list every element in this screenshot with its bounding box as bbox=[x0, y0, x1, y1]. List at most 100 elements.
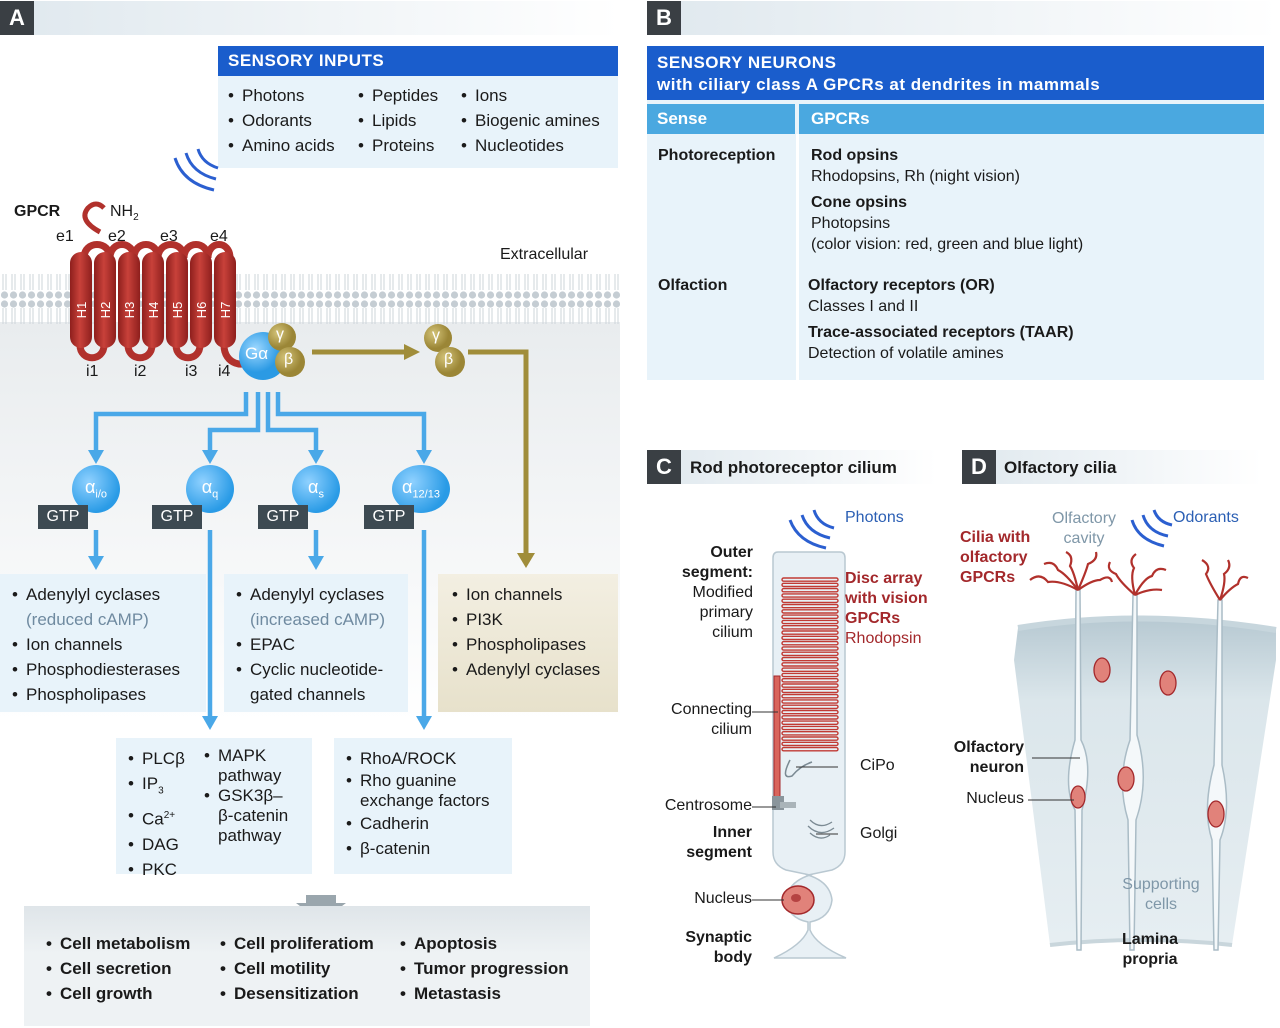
synaptic-body-label: Synaptic body bbox=[685, 929, 752, 966]
list-item: Metastasis bbox=[398, 981, 569, 1006]
list-item: Photons bbox=[226, 83, 335, 108]
disc bbox=[781, 688, 839, 694]
list-item: Apoptosis bbox=[398, 931, 569, 956]
list-item: Cell metabolism bbox=[44, 931, 190, 956]
olfactory-cilia-icon bbox=[1029, 551, 1249, 601]
olfactory-cavity-label: Olfactory cavity bbox=[1052, 510, 1117, 547]
list-item: GSK3β– bbox=[202, 786, 288, 806]
disc bbox=[781, 725, 839, 731]
list-item: RhoA/ROCK bbox=[344, 746, 512, 771]
list-item: Phospholipases bbox=[450, 632, 618, 657]
olive-arrowhead bbox=[517, 553, 535, 568]
list-item: EPAC bbox=[234, 632, 408, 657]
supporting-cells-label: Supporting cells bbox=[1122, 876, 1200, 913]
panel-c-title: Rod photoreceptor cilium bbox=[690, 458, 897, 477]
sensory-neurons-box bbox=[647, 46, 1264, 380]
loop-i2: i2 bbox=[134, 363, 147, 380]
helix-label: H6 bbox=[194, 302, 209, 319]
list-item: Lipids bbox=[356, 108, 438, 133]
list-item: Ions bbox=[459, 83, 600, 108]
free-beta-subunit bbox=[435, 347, 465, 377]
disc bbox=[781, 662, 839, 667]
list-item: Cell proliferatiom bbox=[218, 931, 374, 956]
loop-e1: e1 bbox=[56, 228, 74, 245]
extracellular-label: Extracellular bbox=[500, 246, 589, 263]
beta-gamma-arrows bbox=[312, 349, 529, 556]
beta-gamma-effectors-box: Ion channels PI3K Phospholipases Adenyly… bbox=[438, 574, 618, 712]
list-item: Tumor progression bbox=[398, 956, 569, 981]
disc bbox=[781, 667, 839, 673]
gpcr-name: Cone opsins bbox=[811, 194, 908, 211]
list-item-note: (increased cAMP) bbox=[250, 610, 386, 629]
gtp-badge: GTP bbox=[152, 505, 202, 529]
outcomes-col3: Apoptosis Tumor progression Metastasis bbox=[398, 931, 569, 1006]
list-item: Adenylyl cyclases bbox=[10, 582, 206, 607]
list-item: PI3K bbox=[450, 607, 618, 632]
list-item: Cell growth bbox=[44, 981, 190, 1006]
disc-array-label: Disc array with vision GPCRs Rhodopsin bbox=[845, 570, 928, 647]
list-item-note: (reduced cAMP) bbox=[26, 610, 149, 629]
disc bbox=[781, 683, 839, 688]
connecting-cilium-label: Connecting cilium bbox=[671, 701, 752, 738]
list-item: Adenylyl cyclases bbox=[234, 582, 408, 607]
olfactory-neuron-label: Olfactory neuron bbox=[953, 739, 1024, 776]
free-gamma-subunit bbox=[424, 324, 452, 352]
golgi-label: Golgi bbox=[860, 825, 898, 842]
disc bbox=[781, 730, 839, 736]
nh2-label: NH2 bbox=[110, 203, 139, 224]
list-item: Cell secretion bbox=[44, 956, 190, 981]
nucleus-icon bbox=[1070, 657, 1225, 828]
disc bbox=[781, 736, 839, 741]
olfactory-epithelium-diagram bbox=[1014, 509, 1277, 951]
helix-label: H1 bbox=[74, 302, 89, 319]
disc bbox=[781, 656, 839, 662]
list-item: Adenylyl cyclases bbox=[450, 657, 618, 682]
sensory-inputs-title: SENSORY INPUTS bbox=[218, 46, 618, 76]
helix-label: H4 bbox=[146, 302, 161, 319]
centrosome-label: Centrosome bbox=[664, 797, 752, 814]
disc bbox=[781, 677, 839, 683]
alpha-io-effectors-box: Adenylyl cyclases (reduced cAMP) Ion cha… bbox=[0, 574, 206, 712]
list-item: Phospholipases bbox=[10, 682, 206, 707]
disc bbox=[781, 635, 839, 641]
sensory-inputs-col3: Ions Biogenic amines Nucleotides bbox=[459, 83, 600, 158]
list-item: MAPK bbox=[202, 746, 288, 766]
list-item-cont: β-catenin bbox=[218, 806, 289, 825]
list-item: PKC bbox=[126, 857, 185, 882]
disc bbox=[781, 624, 839, 630]
gamma-subunit bbox=[268, 323, 296, 351]
gtp-badge: GTP bbox=[258, 505, 308, 529]
disc bbox=[781, 709, 839, 715]
title-line-1: SENSORY NEURONS bbox=[657, 53, 837, 72]
loop-i3: i3 bbox=[185, 363, 198, 380]
col-header-sense: Sense bbox=[647, 104, 795, 134]
list-item-cont: pathway bbox=[218, 766, 282, 785]
panel-c-strip bbox=[647, 450, 937, 484]
helix-label: H7 bbox=[218, 302, 233, 319]
loop-i1: i1 bbox=[86, 363, 99, 380]
loop-e3: e3 bbox=[160, 228, 178, 245]
outcomes-col1: Cell metabolism Cell secretion Cell grow… bbox=[44, 931, 190, 1006]
alpha-s-effectors-box: Adenylyl cyclases (increased cAMP) EPAC … bbox=[224, 574, 408, 712]
list-item: PLCβ bbox=[126, 746, 185, 771]
disc bbox=[781, 609, 839, 614]
disc bbox=[781, 593, 839, 598]
rod-cell-diagram bbox=[752, 509, 847, 959]
disc bbox=[781, 720, 839, 726]
sense-olfaction: Olfaction bbox=[658, 277, 728, 294]
list-item: Cadherin bbox=[344, 811, 512, 836]
gpcr-name: Trace-associated receptors (TAAR) bbox=[808, 324, 1074, 341]
olive-arrowhead bbox=[404, 344, 420, 360]
disc bbox=[781, 715, 839, 720]
disc bbox=[781, 693, 839, 699]
panel-a-strip bbox=[0, 1, 620, 35]
cilia-gpcrs-label: Cilia with olfactory GPCRs bbox=[960, 529, 1031, 586]
disc bbox=[781, 640, 839, 646]
list-item: Biogenic amines bbox=[459, 108, 600, 133]
free-gamma-label: γ bbox=[432, 327, 440, 344]
disc bbox=[781, 741, 839, 747]
wave-icon bbox=[788, 509, 835, 550]
disc-array bbox=[781, 577, 839, 752]
list-item: Ca2+ bbox=[126, 803, 185, 832]
list-item: Desensitization bbox=[218, 981, 374, 1006]
